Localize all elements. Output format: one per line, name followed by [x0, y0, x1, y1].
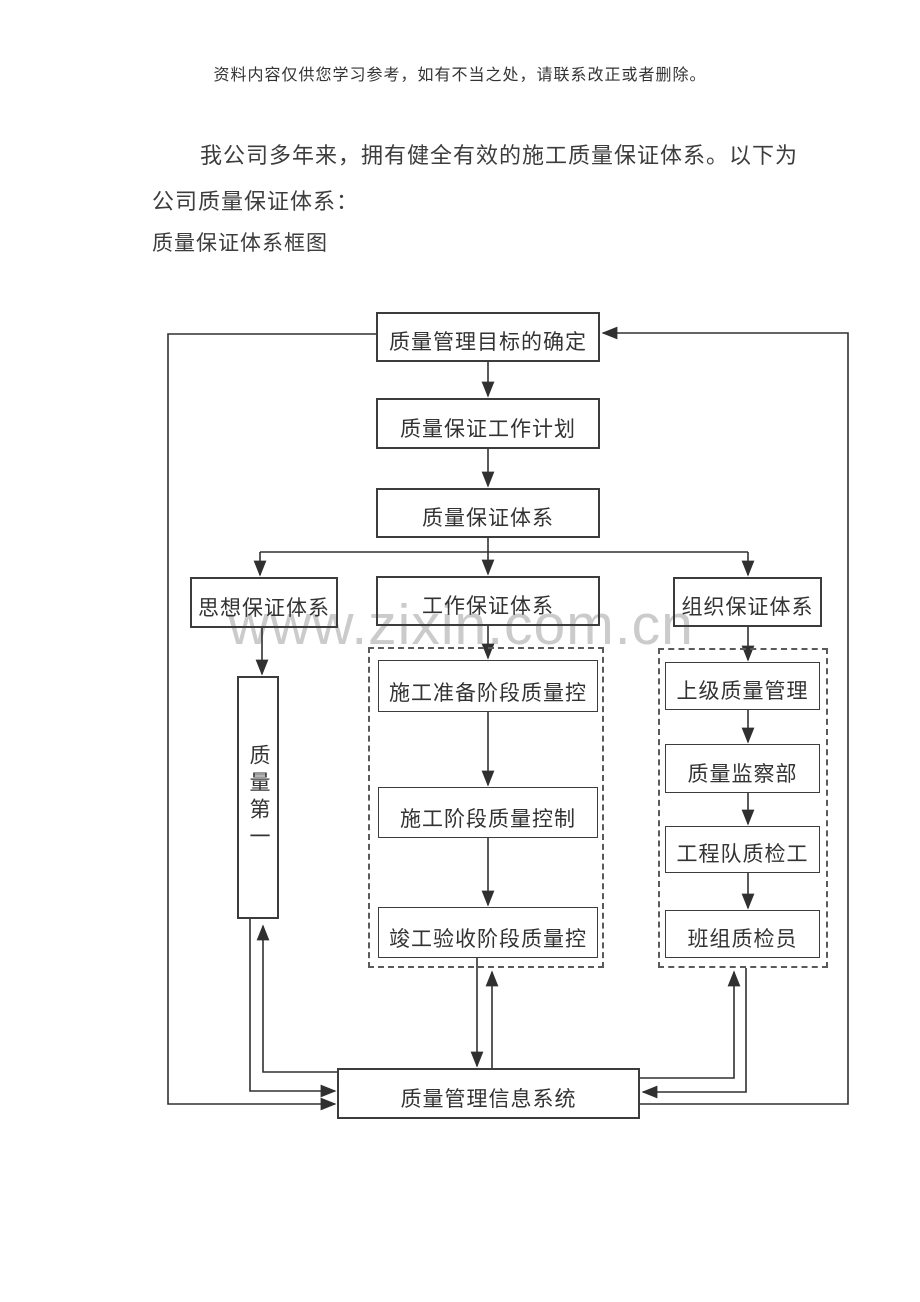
node-org-assurance: 组织保证体系 — [673, 577, 822, 627]
diagram-caption: 质量保证体系框图 — [152, 232, 328, 255]
node-team-inspector: 工程队质检工 — [665, 826, 820, 873]
node-crew-inspector: 班组质检员 — [665, 910, 820, 958]
node-completion-stage-control: 竣工验收阶段质量控 — [378, 907, 598, 958]
node-construction-stage-control: 施工阶段质量控制 — [378, 787, 598, 838]
node-assurance-system: 质量保证体系 — [376, 488, 600, 538]
node-supervision-dept: 质量监察部 — [665, 744, 820, 793]
node-quality-goal: 质量管理目标的确定 — [376, 312, 600, 362]
node-upper-management: 上级质量管理 — [665, 662, 820, 710]
node-work-assurance: 工作保证体系 — [376, 576, 600, 626]
node-thought-assurance: 思想保证体系 — [190, 577, 338, 628]
node-prep-stage-control: 施工准备阶段质量控 — [378, 660, 598, 712]
node-quality-first: 质量第一 — [237, 676, 279, 919]
intro-paragraph-line2: 公司质量保证体系： — [152, 189, 360, 214]
node-info-system: 质量管理信息系统 — [337, 1068, 640, 1119]
intro-paragraph-line1: 我公司多年来，拥有健全有效的施工质量保证体系。以下为 — [200, 143, 799, 168]
node-assurance-plan: 质量保证工作计划 — [376, 398, 600, 449]
disclaimer-text: 资料内容仅供您学习参考，如有不当之处，请联系改正或者删除。 — [213, 67, 707, 84]
